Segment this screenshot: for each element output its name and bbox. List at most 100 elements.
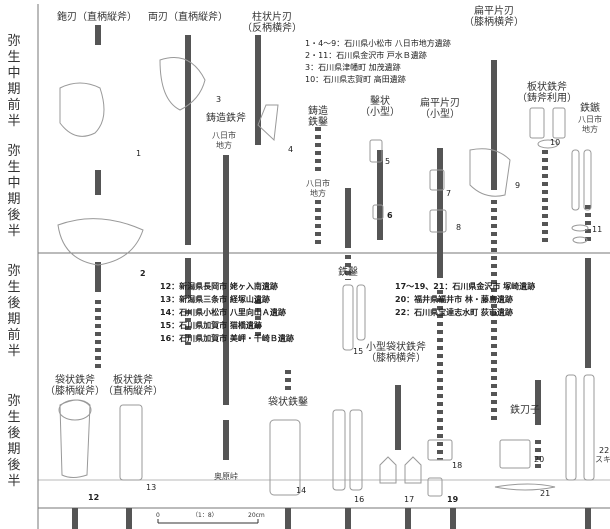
legend-top: 1・4〜9：石川県小松市 八日市地方遺跡 2・11：石川県金沢市 戸水Ｂ遺跡 3… xyxy=(305,38,451,84)
column-heading-tosu: 鉄刀子 xyxy=(510,403,540,416)
artifact-13 xyxy=(119,404,143,481)
column-heading-ita-tate-2: （直柄縦斧） xyxy=(103,384,163,397)
column-heading-kogata-2: （膝柄横斧） xyxy=(366,351,426,364)
artifact-17b xyxy=(404,456,422,484)
period-label-mid-late: 弥生中期後半 xyxy=(7,143,20,239)
figure-number: 3 xyxy=(216,95,221,104)
artifact-22a xyxy=(565,374,577,481)
legend-mid-line: 13：新潟県三条市 経塚山遺跡 xyxy=(160,294,270,304)
figure-number: 22 xyxy=(599,446,609,455)
range-bar-bottom-1 xyxy=(72,508,78,529)
artifact-15b xyxy=(356,284,366,341)
column-heading-itajo-2: （鋳斧利用） xyxy=(517,91,577,104)
figure-number: 19 xyxy=(447,495,459,504)
figure-number: 15 xyxy=(353,347,363,356)
note-youka-alt-1: 八日市 xyxy=(306,178,330,188)
artifact-8 xyxy=(429,209,447,233)
figure-number: 14 xyxy=(296,486,306,495)
legend-right-line: 17〜19、21：石川県金沢市 塚崎遺跡 xyxy=(395,281,535,291)
range-bar-hashi-tate-1 xyxy=(95,25,101,45)
artifact-17 xyxy=(379,456,397,484)
artifact-11a xyxy=(571,149,580,211)
artifact-drawings xyxy=(57,57,595,497)
column-heading-hen-hira-2: （膝柄横斧） xyxy=(464,15,524,28)
range-bar-ryoba-1 xyxy=(185,35,191,245)
column-heading-hen-hira-1: 扁平片刃 xyxy=(474,4,514,17)
note-tetsuzoku-2: 地方 xyxy=(582,124,598,134)
range-bar-ryoba-2 xyxy=(185,258,191,298)
range-bar-nomi xyxy=(377,150,383,240)
range-bar-hen-hira xyxy=(491,60,497,190)
range-bar-tetsusaku xyxy=(345,188,351,248)
artifact-3 xyxy=(159,57,206,111)
artifact-19 xyxy=(427,477,443,497)
note-tetsuzoku-1: 八日市 xyxy=(578,114,602,124)
column-heading-chuzo-tetsusaku-2: 鉄鑿 xyxy=(308,115,328,128)
column-heading-hashi-tate: 鉇刃（直柄縦斧） xyxy=(57,10,137,23)
figure-number: 21 xyxy=(540,489,550,498)
figure-number: 11 xyxy=(592,225,602,234)
artifact-6 xyxy=(372,204,384,220)
legend-mid-line: 16：石川県加賀市 美岬・千崎Ｂ遺跡 xyxy=(160,333,294,343)
artifact-10c xyxy=(537,139,559,149)
period-label-late-late: 弥生後期後半 xyxy=(7,393,20,489)
figure-number: 12 xyxy=(88,493,99,502)
artifact-10a xyxy=(529,107,545,139)
legend-mid-line: 14：石川県小松市 八里向山Ａ遺跡 xyxy=(160,307,286,317)
artifact-14 xyxy=(269,419,301,496)
figure-number: 1 xyxy=(136,149,141,158)
artifact-12b xyxy=(58,399,92,421)
column-heading-nomi-1: 鑿状 xyxy=(370,94,390,107)
figure-number: 13 xyxy=(146,483,156,492)
legend-top-line: 3：石川県津幡町 加茂遺跡 xyxy=(305,62,401,72)
legend-right-line: 22：石川県宝達志水町 荻市遺跡 xyxy=(395,307,513,317)
artifact-7 xyxy=(429,169,445,191)
range-bar-hashi-tate-2 xyxy=(95,170,101,195)
artifact-9 xyxy=(469,148,511,197)
figure-number: 8 xyxy=(456,223,461,232)
artifact-20 xyxy=(499,439,531,469)
column-heading-tetsuzoku: 鉄鏃 xyxy=(580,101,600,114)
figure-number: 17 xyxy=(404,495,414,504)
scale-bar: 0 （1：8） 20cm xyxy=(156,512,265,524)
range-bar-chuzo xyxy=(223,155,229,405)
figure-number: 9 xyxy=(515,181,520,190)
column-heading-itajo-1: 板状鉄斧 xyxy=(527,80,567,93)
column-heading-chuzo-tetsuono: 鋳造鉄斧 xyxy=(206,111,246,124)
column-heading-fukuro-1: 袋状鉄斧 xyxy=(55,373,95,386)
artifact-11b xyxy=(583,149,592,211)
artifact-16 xyxy=(332,409,346,491)
column-heading-fukuro-saku: 袋状鉄鑿 xyxy=(268,395,308,408)
legend-right: 17〜19、21：石川県金沢市 塚崎遺跡 20：福井県福井市 林・藤島遺跡 22… xyxy=(395,281,535,317)
range-bar-tetsuzoku xyxy=(585,258,591,368)
range-bar-tosu xyxy=(535,380,541,425)
artifact-5 xyxy=(369,139,383,163)
range-bar-chuzo-2 xyxy=(223,420,229,460)
legend-right-line: 20：福井県福井市 林・藤島遺跡 xyxy=(395,294,513,304)
figure-number: 18 xyxy=(452,461,462,470)
period-labels: 弥生中期前半 弥生中期後半 弥生後期前半 弥生後期後半 xyxy=(7,33,20,489)
figure-number: 5 xyxy=(385,157,390,166)
column-heading-nomi-2: （小型） xyxy=(360,105,400,118)
figure-number: 20 xyxy=(534,455,544,464)
column-heading-hen-koga-2: （小型） xyxy=(420,107,460,120)
artifact-22b xyxy=(583,374,595,481)
scale-ratio: （1：8） xyxy=(192,512,218,519)
legend-top-line: 2・11：石川県金沢市 戸水Ｂ遺跡 xyxy=(305,50,427,60)
range-bar-bottom-2 xyxy=(126,508,132,529)
column-heading-kogata-1: 小型袋状鉄斧 xyxy=(366,340,426,353)
period-label-late-early: 弥生後期前半 xyxy=(7,263,20,359)
column-heading-chuzo-tetsusaku-1: 鋳造 xyxy=(308,104,328,117)
column-heading-fukuro-2: （膝柄縦斧） xyxy=(45,384,105,397)
range-bar-chujo xyxy=(255,35,261,145)
column-heading-tetsusaku: 鉄鑿 xyxy=(338,265,358,278)
range-bars xyxy=(72,25,591,529)
note-youka-2: 地方 xyxy=(216,140,232,150)
period-label-mid-early: 弥生中期前半 xyxy=(7,33,20,129)
scale-end: 20cm xyxy=(248,512,265,519)
artifact-11c xyxy=(571,224,589,232)
dashed-range-bars xyxy=(95,127,591,470)
suki-label: スキ xyxy=(595,455,610,464)
range-bar-bottom-6 xyxy=(450,508,456,529)
